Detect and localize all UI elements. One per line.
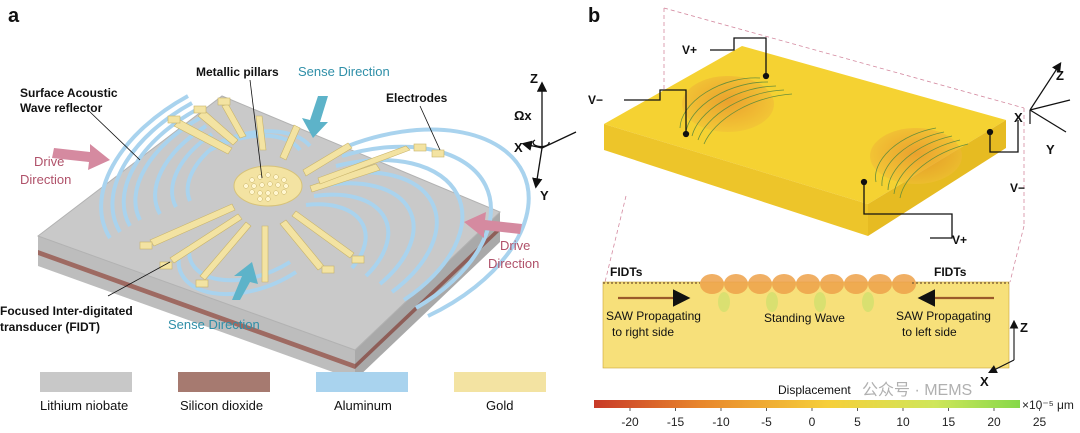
colorbar-tick-label: 10	[896, 415, 910, 429]
electrodes-label: Electrodes	[386, 91, 448, 105]
simulation-block	[604, 46, 1006, 236]
axes-panel-b-top	[1029, 61, 1071, 133]
sense-arrow-top	[302, 96, 328, 138]
drive-direction-right-1: Drive	[500, 238, 530, 253]
fidts-label-right: FIDTs	[934, 265, 967, 279]
saw-right-label-1: SAW Propagating	[606, 309, 701, 323]
gold-electrodes	[139, 97, 445, 288]
colorbar-unit: ×10⁻⁵ μm	[1022, 398, 1074, 412]
voltage-vminus-right: V−	[1010, 181, 1025, 195]
material-legend: Lithium niobate Silicon dioxide Aluminum…	[40, 372, 546, 413]
legend-label-silicon-dioxide: Silicon dioxide	[180, 398, 263, 413]
colorbar-tick-label: -20	[621, 415, 639, 429]
legend-swatch-gold	[454, 372, 546, 392]
axis-b-section-z: Z	[1020, 320, 1028, 335]
colorbar-tick-label: -15	[667, 415, 685, 429]
sense-arrow-bottom	[232, 262, 258, 300]
colorbar-tick-label: 0	[809, 415, 816, 429]
colorbar-tick-label: -10	[712, 415, 730, 429]
metallic-pillars-label: Metallic pillars	[196, 65, 279, 79]
fidt-arcs-left	[679, 77, 793, 145]
axis-b-top-z: Z	[1056, 68, 1064, 83]
colorbar-ticks: -20 -15 -10 -5 0 5 10 15 20 25	[621, 408, 1046, 429]
saw-right-label-2: to right side	[612, 325, 674, 339]
axes-panel-b-section	[988, 319, 1019, 373]
colorbar-tick-label: 25	[1033, 415, 1047, 429]
saw-left-label-2: to left side	[902, 325, 957, 339]
fidt-label-1: Focused Inter-digitated	[0, 304, 133, 318]
panel-a-label: a	[8, 5, 20, 27]
watermark: 公众号 · MEMS	[862, 381, 972, 399]
legend-swatch-aluminum	[316, 372, 408, 392]
colorbar	[594, 400, 1020, 408]
chip-substrate	[36, 95, 501, 380]
colorbar-title: Displacement	[778, 383, 851, 397]
drive-arrow-left	[52, 144, 110, 170]
cross-section	[602, 274, 1010, 369]
panel-b-label: b	[588, 5, 600, 27]
colorbar-tick-label: 20	[987, 415, 1001, 429]
legend-swatch-silicon-dioxide	[178, 372, 270, 392]
standing-wave-label: Standing Wave	[764, 311, 845, 325]
voltage-vplus-bottom: V+	[952, 233, 967, 247]
callout-leaders	[89, 79, 441, 297]
colorbar-tick-label: 15	[942, 415, 956, 429]
fidt-label-2: transducer (FIDT)	[0, 320, 100, 334]
legend-label-gold: Gold	[486, 398, 513, 413]
axis-a-omega: Ωx	[514, 108, 532, 123]
legend-label-lithium-niobate: Lithium niobate	[40, 398, 128, 413]
axis-a-x: X	[514, 140, 523, 155]
sense-direction-top: Sense Direction	[298, 64, 390, 79]
metallic-pillars	[233, 165, 303, 207]
axis-a-z: Z	[530, 71, 538, 86]
drive-direction-right-2: Direction	[488, 256, 539, 271]
saw-reflector-label-2: Wave reflector	[20, 101, 103, 115]
voltage-vplus-top: V+	[682, 43, 697, 57]
drive-direction-left-1: Drive	[34, 154, 64, 169]
axis-b-top-y: Y	[1046, 142, 1055, 157]
fidt-arcs-right	[875, 127, 969, 199]
colorbar-tick-label: 5	[854, 415, 861, 429]
axis-b-section-x: X	[980, 374, 989, 389]
saw-left-label-1: SAW Propagating	[896, 309, 991, 323]
drive-direction-left-2: Direction	[20, 172, 71, 187]
voltage-vminus-left: V−	[588, 93, 603, 107]
wiring	[624, 37, 1019, 239]
axes-panel-a	[521, 81, 577, 189]
axis-b-top-x: X	[1014, 110, 1023, 125]
colorbar-tick-label: -5	[761, 415, 772, 429]
drive-arrow-right	[464, 212, 522, 238]
axis-a-y: Y	[540, 188, 549, 203]
sense-direction-bottom: Sense Direction	[168, 317, 260, 332]
fidts-label-left: FIDTs	[610, 265, 643, 279]
legend-label-aluminum: Aluminum	[334, 398, 392, 413]
saw-reflector-label-1: Surface Acoustic	[20, 86, 118, 100]
legend-swatch-lithium-niobate	[40, 372, 132, 392]
